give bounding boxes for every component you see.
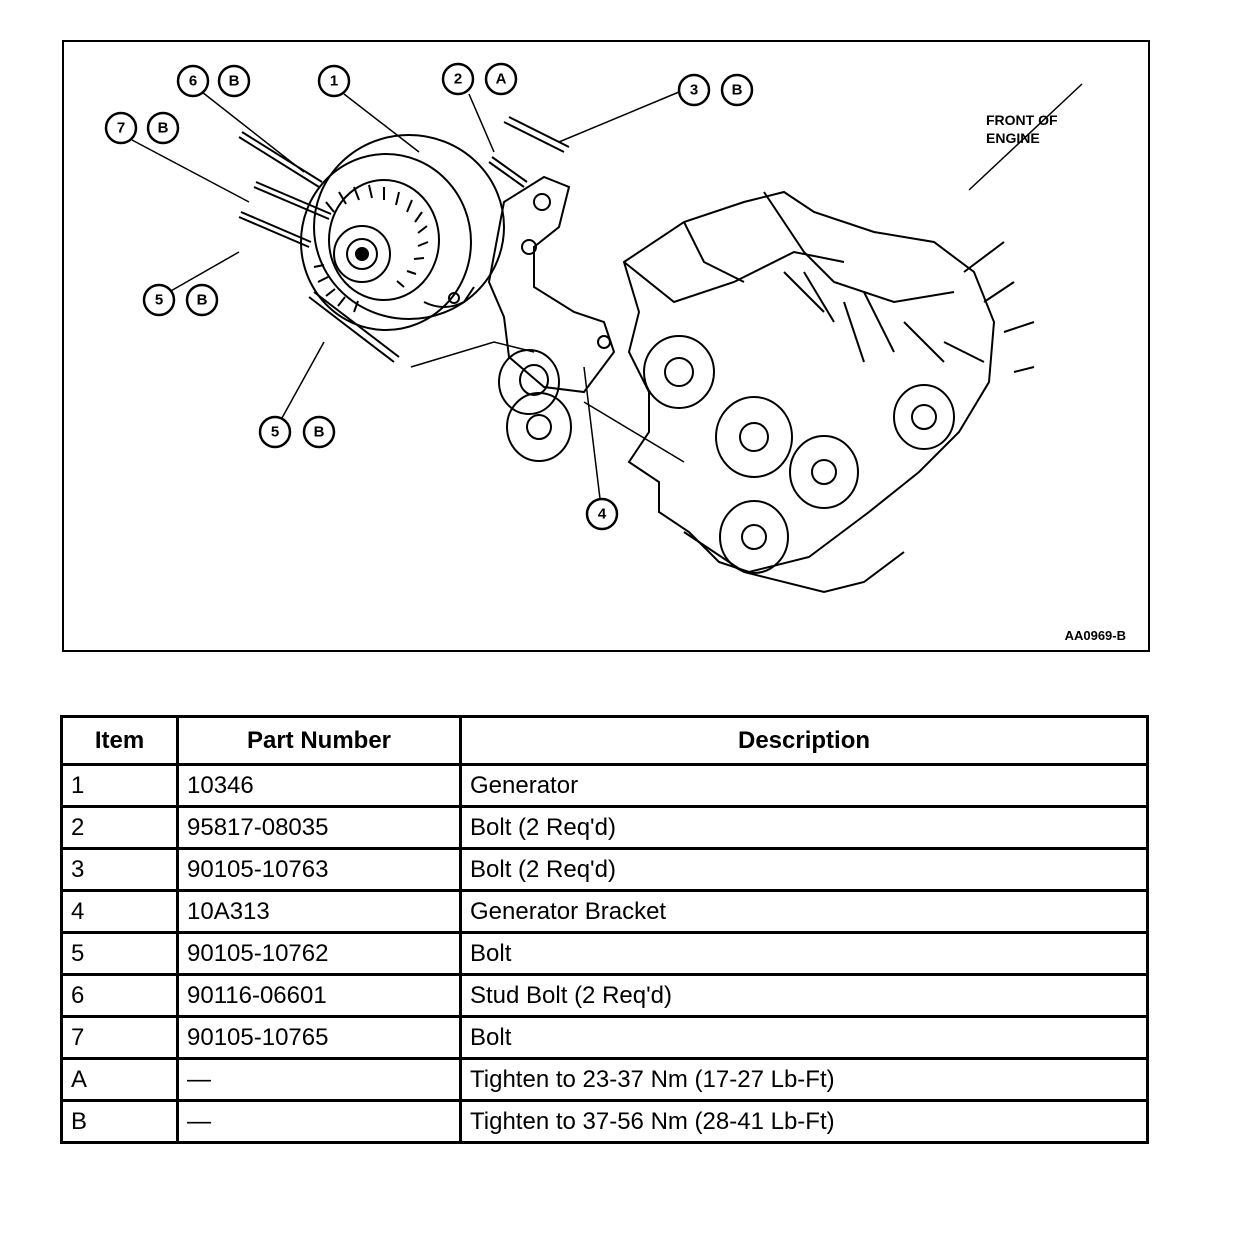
table-row: 1 10346 Generator	[60, 763, 1149, 808]
cell-part-number: 90105-10765	[176, 1015, 462, 1060]
cell-item: 2	[60, 805, 179, 850]
front-of-engine-label-line2: ENGINE	[986, 130, 1040, 146]
cell-description: Bolt (2 Req'd)	[459, 847, 1149, 892]
header-part-number: Part Number	[176, 715, 462, 766]
table-row: 2 95817-08035 Bolt (2 Req'd)	[60, 805, 1149, 850]
table-row: 7 90105-10765 Bolt	[60, 1015, 1149, 1060]
cell-item: 7	[60, 1015, 179, 1060]
exploded-view-diagram: 6 B 1 2 A 3 B 7 B 5 B 5 B 4 FRONT OF ENG…	[62, 40, 1150, 652]
generator-bracket-illustration	[487, 175, 616, 462]
cell-part-number: 95817-08035	[176, 805, 462, 850]
callout-5b-num: 5	[271, 424, 279, 441]
cell-item: 5	[60, 931, 179, 976]
cell-part-number: 90116-06601	[176, 973, 462, 1018]
figure-id: AA0969-B	[1065, 628, 1126, 643]
header-description: Description	[459, 715, 1149, 766]
table-row: 6 90116-06601 Stud Bolt (2 Req'd)	[60, 973, 1149, 1018]
table-row: 3 90105-10763 Bolt (2 Req'd)	[60, 847, 1149, 892]
front-of-engine-label-line1: FRONT OF	[986, 112, 1058, 128]
cell-part-number: —	[176, 1057, 462, 1102]
callout-7-num: 7	[117, 120, 125, 137]
cell-description: Tighten to 37-56 Nm (28-41 Lb-Ft)	[459, 1099, 1149, 1144]
callout-5b-letter: B	[314, 424, 325, 441]
cell-item: 6	[60, 973, 179, 1018]
cell-item: 3	[60, 847, 179, 892]
cell-item: A	[60, 1057, 179, 1102]
header-item: Item	[60, 715, 179, 766]
callout-5a-letter: B	[197, 292, 208, 309]
cell-description: Bolt	[459, 1015, 1149, 1060]
callout-7-letter: B	[158, 120, 169, 137]
table-row: 4 10A313 Generator Bracket	[60, 889, 1149, 934]
cell-description: Stud Bolt (2 Req'd)	[459, 973, 1149, 1018]
callout-6-num: 6	[189, 73, 197, 90]
callout-bubbles	[104, 62, 754, 531]
table-row: B — Tighten to 37-56 Nm (28-41 Lb-Ft)	[60, 1099, 1149, 1144]
cell-part-number: 10A313	[176, 889, 462, 934]
callout-1-num: 1	[330, 73, 338, 90]
callout-4-num: 4	[598, 506, 607, 523]
front-arrow-line	[968, 83, 1083, 191]
table-header-row: Item Part Number Description	[60, 715, 1149, 766]
parts-table: Item Part Number Description 1 10346 Gen…	[60, 715, 1149, 1144]
cell-part-number: 10346	[176, 763, 462, 808]
cell-item: B	[60, 1099, 179, 1144]
table-row: 5 90105-10762 Bolt	[60, 931, 1149, 976]
cell-description: Tighten to 23-37 Nm (17-27 Lb-Ft)	[459, 1057, 1149, 1102]
callout-5a-num: 5	[155, 292, 163, 309]
bolts-illustration	[238, 116, 570, 363]
cell-item: 4	[60, 889, 179, 934]
callout-3-num: 3	[690, 82, 698, 99]
callout-2-letter: A	[496, 71, 507, 88]
leader-lines	[131, 91, 685, 508]
cell-description: Bolt (2 Req'd)	[459, 805, 1149, 850]
engine-block-illustration	[622, 190, 1035, 594]
cell-description: Bolt	[459, 931, 1149, 976]
table-row: A — Tighten to 23-37 Nm (17-27 Lb-Ft)	[60, 1057, 1149, 1102]
cell-part-number: 90105-10763	[176, 847, 462, 892]
diagram-svg: 6 B 1 2 A 3 B 7 B 5 B 5 B 4 FRONT OF ENG…	[104, 62, 1126, 643]
cell-description: Generator	[459, 763, 1149, 808]
cell-part-number: 90105-10762	[176, 931, 462, 976]
generator-illustration	[300, 134, 505, 331]
cell-part-number: —	[176, 1099, 462, 1144]
callout-2-num: 2	[454, 71, 462, 88]
cell-item: 1	[60, 763, 179, 808]
cell-description: Generator Bracket	[459, 889, 1149, 934]
callout-6-letter: B	[229, 73, 240, 90]
callout-3-letter: B	[732, 82, 743, 99]
